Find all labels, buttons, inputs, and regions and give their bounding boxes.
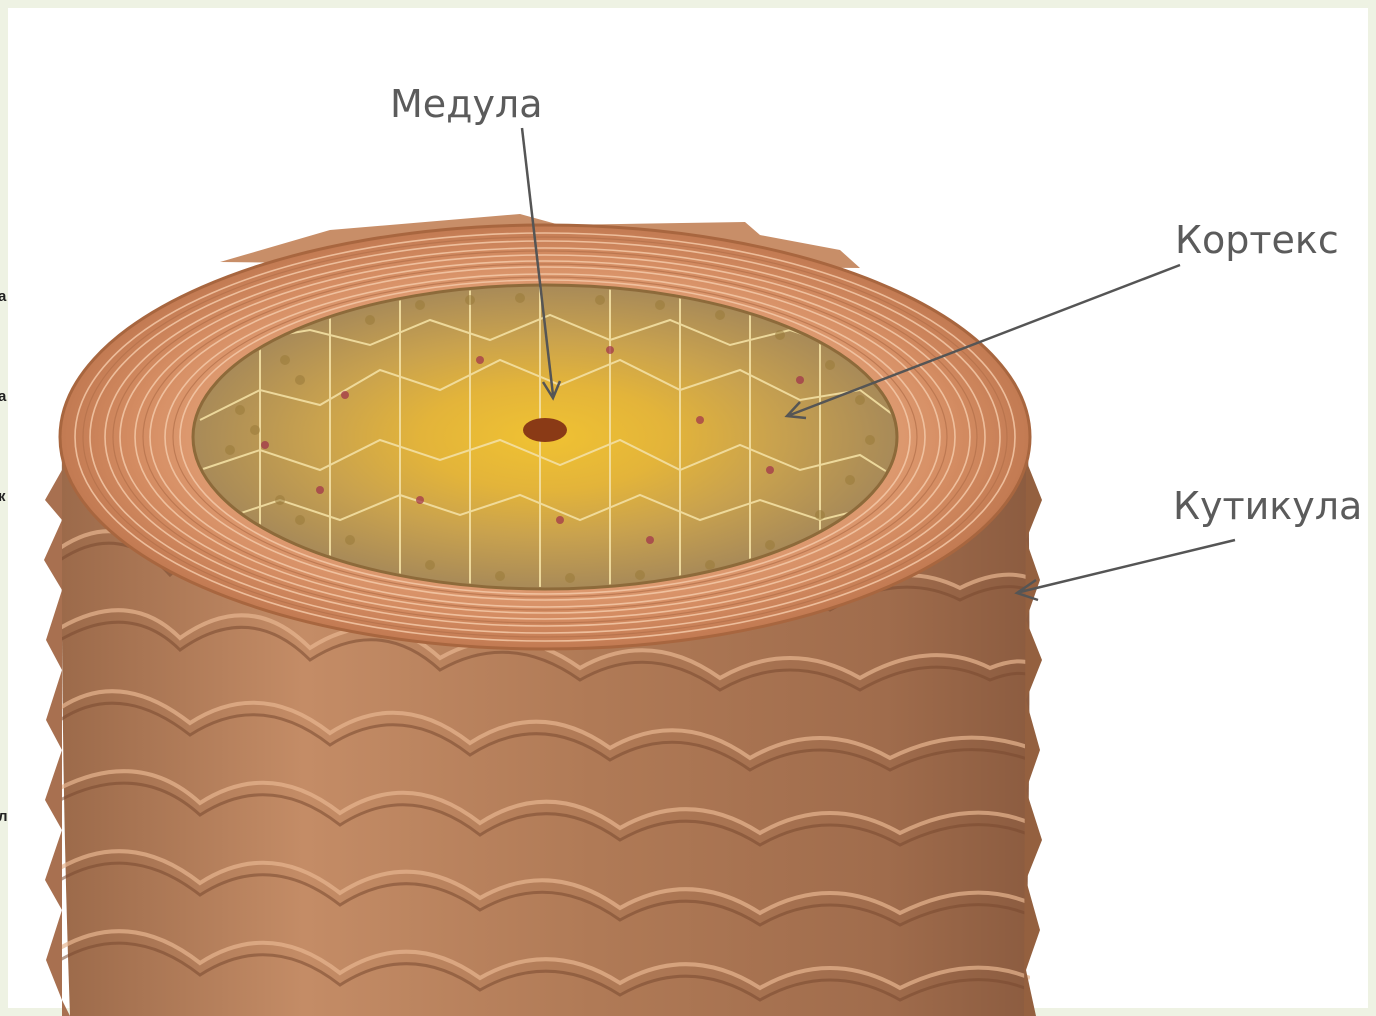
medulla-core bbox=[523, 418, 567, 442]
label-medulla: Медула bbox=[390, 82, 543, 126]
label-cuticle: Кутикула bbox=[1173, 484, 1362, 528]
cuticle-pointer bbox=[1020, 540, 1235, 592]
label-cortex: Кортекс bbox=[1175, 218, 1339, 262]
